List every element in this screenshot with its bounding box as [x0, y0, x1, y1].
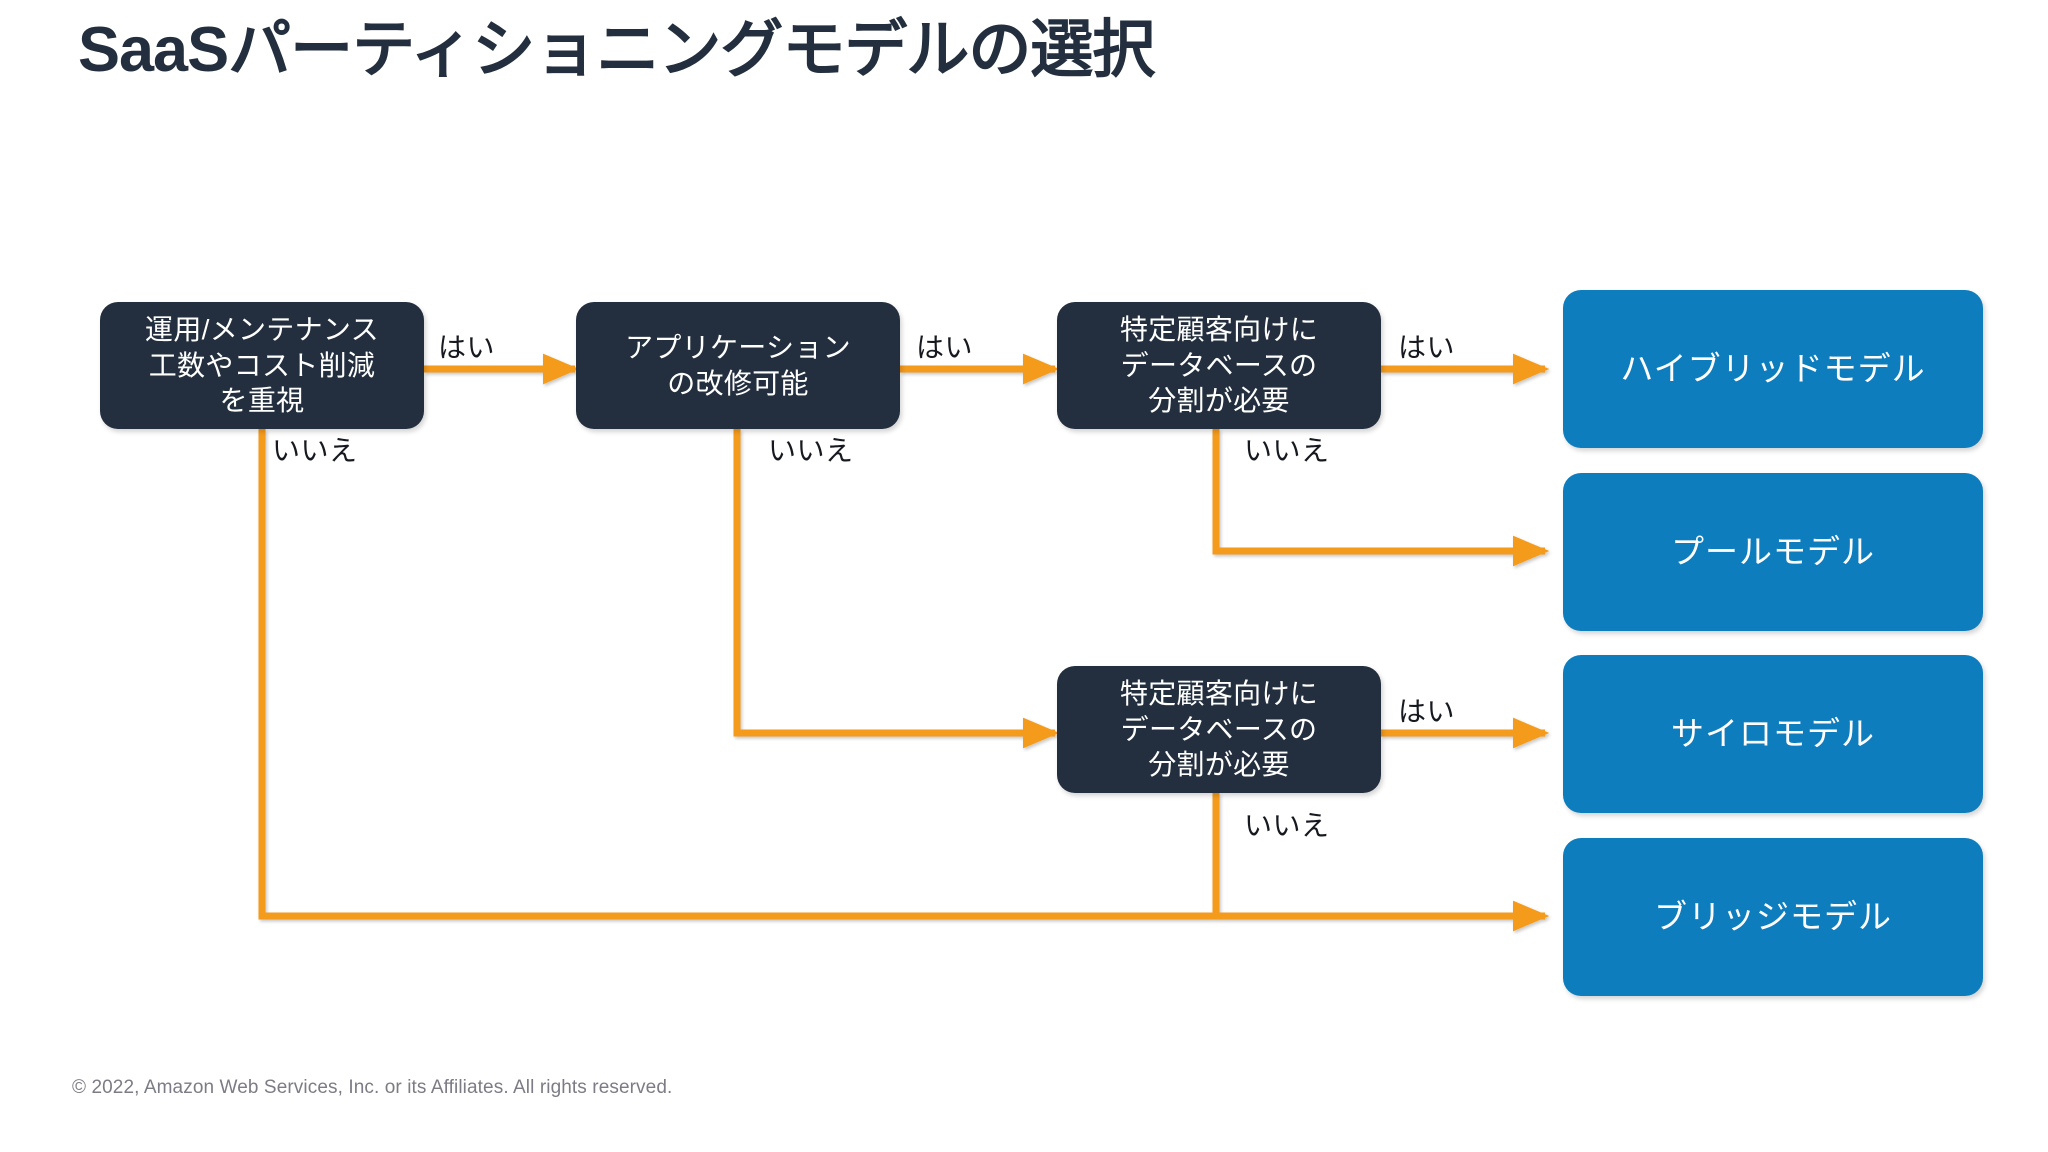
decision-node-db-split-upper[interactable]: 特定顧客向けに データベースの 分割が必要 [1057, 302, 1381, 429]
decision-node-db-split-lower[interactable]: 特定顧客向けに データベースの 分割が必要 [1057, 666, 1381, 793]
edge-label-d2-no: いいえ [768, 435, 854, 466]
edge-label-d4-yes: はい [1398, 696, 1456, 727]
edge-label-d1-yes: はい [438, 332, 496, 363]
decision-node-app-modifiable[interactable]: アプリケーション の改修可能 [576, 302, 900, 429]
decision-node-operational-cost[interactable]: 運用/メンテナンス 工数やコスト削減 を重視 [100, 302, 424, 429]
edge-d2-no [733, 429, 1060, 749]
result-node-pool-model[interactable]: プールモデル [1563, 473, 1983, 631]
result-node-bridge-model[interactable]: ブリッジモデル [1563, 838, 1983, 996]
edge-label-d3-yes: はい [1398, 332, 1456, 363]
copyright-footer: © 2022, Amazon Web Services, Inc. or its… [72, 1077, 673, 1098]
edge-label-d2-yes: はい [916, 332, 974, 363]
page-title: SaaSパーティショニングモデルの選択 [78, 15, 1155, 85]
edge-label-d3-no: いいえ [1244, 435, 1330, 466]
result-node-hybrid-model[interactable]: ハイブリッドモデル [1563, 290, 1983, 448]
edge-label-d4-no: いいえ [1244, 810, 1330, 841]
result-node-silo-model[interactable]: サイロモデル [1563, 655, 1983, 813]
edge-label-d1-no: いいえ [272, 435, 358, 466]
